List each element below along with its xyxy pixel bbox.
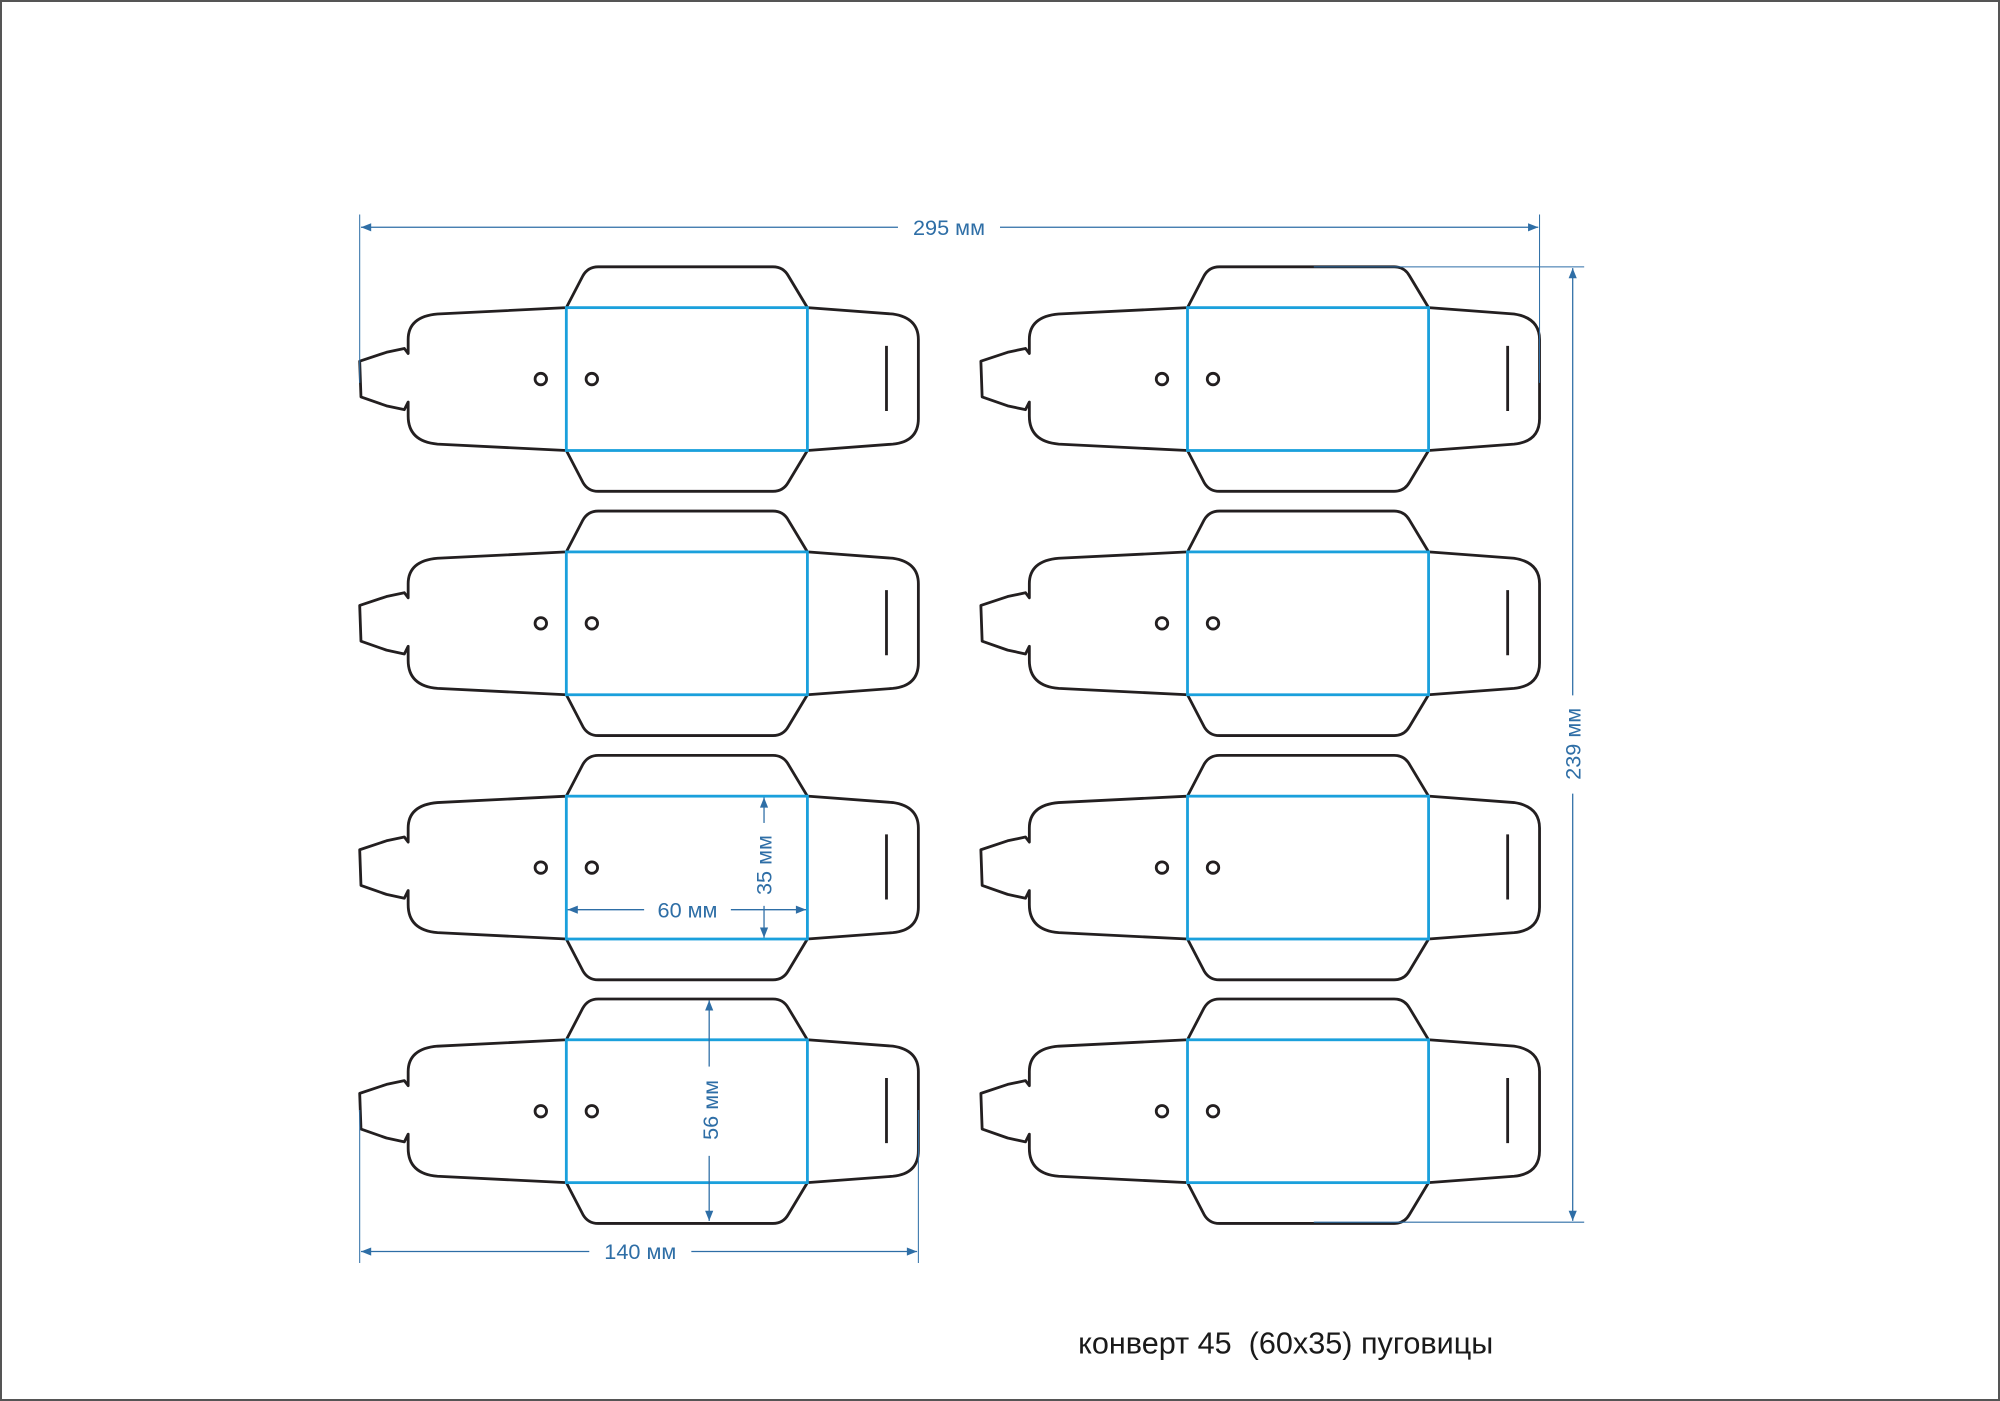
pocket-height-label: 35 мм — [752, 835, 777, 895]
envelope-r3-c1 — [358, 753, 920, 982]
envelope-r1-c2 — [979, 265, 1541, 493]
envelope-width-label: 140 мм — [604, 1239, 676, 1264]
dimension-total-width: 295 мм — [359, 214, 1541, 383]
envelope-r2-c2 — [979, 509, 1541, 737]
dimension-total-height: 239 мм — [1313, 266, 1585, 1223]
envelope-height-label: 56 мм — [698, 1080, 723, 1140]
envelope-r1-c1 — [358, 265, 920, 493]
envelope-r3-c2 — [979, 753, 1541, 982]
dimension-pocket-width: 60 мм — [567, 897, 807, 922]
envelope-r4-c2 — [979, 997, 1541, 1225]
total-height-label: 239 мм — [1560, 708, 1585, 780]
dimension-envelope-height: 56 мм — [698, 1000, 723, 1221]
pocket-width-label: 60 мм — [658, 897, 718, 922]
template-caption: конверт 45 (60x35) пуговицы — [1078, 1327, 1493, 1361]
dimension-pocket-height: 35 мм — [752, 797, 777, 938]
total-width-label: 295 мм — [913, 215, 985, 240]
dimension-envelope-width: 140 мм — [359, 1109, 919, 1264]
envelope-r2-c1 — [358, 509, 920, 737]
envelope-r4-c1 — [358, 997, 920, 1225]
